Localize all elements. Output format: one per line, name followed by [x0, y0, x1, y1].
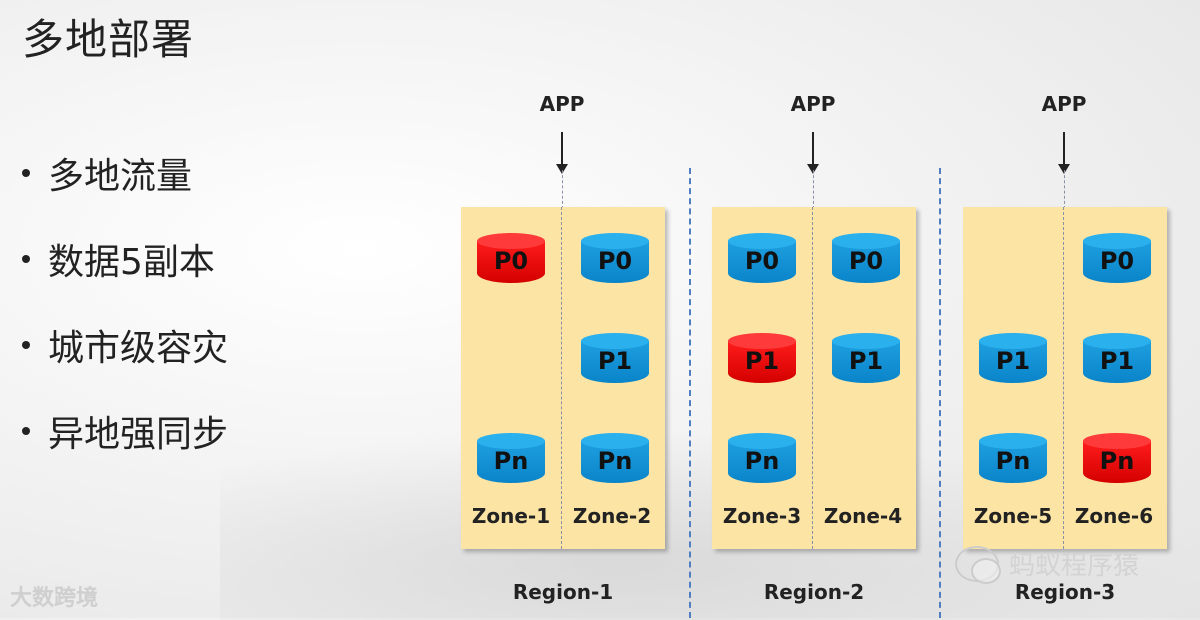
bullet-text: 城市级容灾 [48, 328, 229, 369]
bullet-text: 多地流量 [48, 156, 193, 197]
app-connector [562, 170, 563, 209]
slide-title: 多地部署 [22, 15, 195, 64]
cylinder-top [728, 233, 796, 249]
zone-label: Zone-6 [1074, 504, 1154, 528]
zone-label: Zone-2 [572, 504, 652, 528]
replica-label: P1 [995, 347, 1031, 375]
zone-label: Zone-3 [722, 504, 802, 528]
zone-divider [1063, 207, 1064, 549]
replica-p0: P0 [477, 233, 545, 291]
cylinder-top [581, 333, 649, 349]
cylinder-top [477, 233, 545, 249]
app-label: APP [1041, 92, 1087, 116]
cylinder-top [1083, 433, 1151, 449]
replica-label: Pn [1099, 447, 1135, 475]
replica-label: P1 [848, 347, 884, 375]
replica-label: P1 [1099, 347, 1135, 375]
cylinder-top [979, 433, 1047, 449]
replica-p0: P0 [832, 233, 900, 291]
cylinder-top [1083, 333, 1151, 349]
replica-p1: P1 [728, 333, 796, 391]
cylinder-top [477, 433, 545, 449]
replica-p1: P1 [979, 333, 1047, 391]
replica-label: P0 [848, 247, 884, 275]
region-separator [689, 168, 691, 618]
cylinder-top [979, 333, 1047, 349]
bullet-dot [22, 255, 30, 263]
bullet-dot [22, 427, 30, 435]
bullet-text: 异地强同步 [48, 414, 229, 455]
replica-label: Pn [493, 447, 529, 475]
zone-divider [812, 207, 813, 549]
watermark-right: 蚂蚁程序猿 [955, 545, 1140, 584]
replica-label: Pn [597, 447, 633, 475]
cylinder-top [728, 333, 796, 349]
watermark-left: 大数跨境 [10, 586, 99, 611]
app-label: APP [790, 92, 836, 116]
cylinder-top [581, 433, 649, 449]
watermark-right-text: 蚂蚁程序猿 [1009, 551, 1140, 581]
bullet-dot [22, 341, 30, 349]
region-label: Region-3 [1014, 580, 1116, 604]
replica-p0: P0 [581, 233, 649, 291]
replica-p0: P0 [728, 233, 796, 291]
cylinder-top [832, 233, 900, 249]
region-label: Region-2 [763, 580, 865, 604]
bullet-item: 多地流量 [22, 130, 228, 216]
cylinder-top [1083, 233, 1151, 249]
zone-label: Zone-4 [823, 504, 903, 528]
app-arrow [807, 132, 819, 174]
app-label: APP [539, 92, 585, 116]
replica-label: P1 [744, 347, 780, 375]
replica-label: P0 [744, 247, 780, 275]
region-label: Region-1 [512, 580, 614, 604]
app-connector [1064, 170, 1065, 209]
replica-p0: P0 [1083, 233, 1151, 291]
replica-pn: Pn [979, 433, 1047, 491]
bullet-list: 多地流量 数据5副本 城市级容灾 异地强同步 [22, 130, 228, 474]
replica-label: P0 [493, 247, 529, 275]
bullet-item: 数据5副本 [22, 216, 228, 302]
replica-label: Pn [995, 447, 1031, 475]
cylinder-top [832, 333, 900, 349]
replica-pn: Pn [728, 433, 796, 491]
replica-label: P1 [597, 347, 633, 375]
cylinder-top [728, 433, 796, 449]
zone-label: Zone-1 [471, 504, 551, 528]
replica-pn: Pn [477, 433, 545, 491]
region-separator [939, 168, 941, 618]
wechat-icon [955, 545, 1001, 584]
replica-label: P0 [1099, 247, 1135, 275]
replica-p1: P1 [1083, 333, 1151, 391]
replica-p1: P1 [832, 333, 900, 391]
bullet-dot [22, 169, 30, 177]
replica-pn: Pn [581, 433, 649, 491]
bullet-item: 城市级容灾 [22, 302, 228, 388]
app-arrow [1058, 132, 1070, 174]
bullet-text: 数据5副本 [48, 242, 215, 283]
replica-pn: Pn [1083, 433, 1151, 491]
replica-label: Pn [744, 447, 780, 475]
replica-p1: P1 [581, 333, 649, 391]
app-arrow [556, 132, 568, 174]
app-connector [813, 170, 814, 209]
zone-label: Zone-5 [973, 504, 1053, 528]
bullet-item: 异地强同步 [22, 388, 228, 474]
replica-label: P0 [597, 247, 633, 275]
cylinder-top [581, 233, 649, 249]
zone-divider [561, 207, 562, 549]
